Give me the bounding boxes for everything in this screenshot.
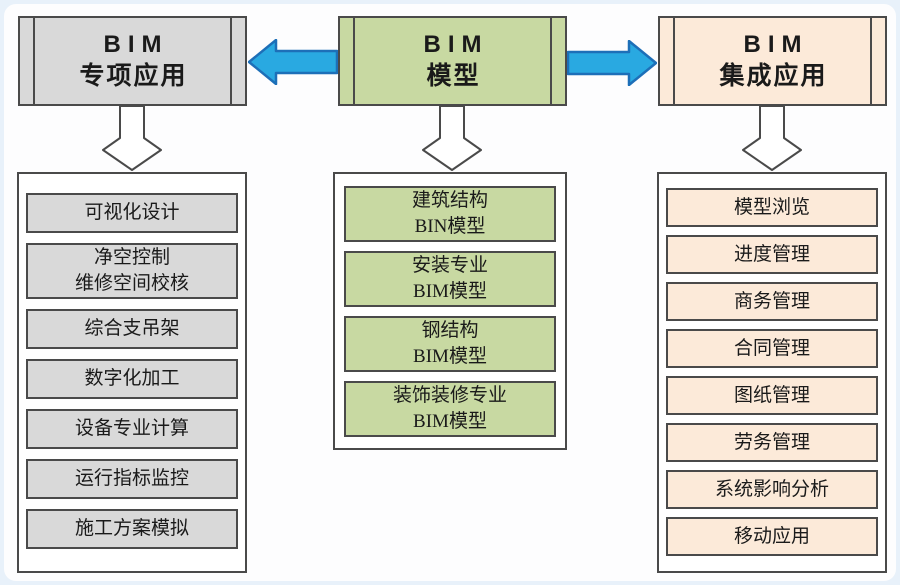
item-label: BIM模型 — [413, 411, 487, 432]
item-label: 系统影响分析 — [714, 478, 829, 500]
down-arrow-icon — [102, 106, 162, 171]
down-arrow-icon — [422, 106, 482, 171]
process-bar-right — [550, 18, 552, 104]
item-label: BIM模型 — [413, 346, 487, 367]
list-bim-models: 建筑结构 BIN模型 安装专业 BIM模型 钢结构 BIM模型 装饰装修专业 B… — [333, 172, 567, 450]
list-item: 合同管理 — [666, 329, 878, 368]
item-label: 运行指标监控 — [74, 468, 189, 489]
item-label: 装饰装修专业 — [392, 385, 507, 406]
list-item: 装饰装修专业 BIM模型 — [344, 381, 556, 437]
item-label: 施工方案模拟 — [74, 518, 189, 539]
list-item: 净空控制 维修空间校核 — [26, 243, 238, 299]
item-label: 安装专业 — [411, 255, 488, 276]
list-item: 建筑结构 BIN模型 — [344, 186, 556, 242]
item-label: 钢结构 — [421, 320, 479, 341]
list-item: 劳务管理 — [666, 423, 878, 462]
header-bim-model: BIM 模型 — [338, 16, 567, 106]
list-item: 施工方案模拟 — [26, 509, 238, 549]
item-label: BIN模型 — [414, 216, 486, 237]
list-item: 进度管理 — [666, 235, 878, 274]
list-item: 综合支吊架 — [26, 309, 238, 349]
header-bim-special-applications: BIM 专项应用 — [18, 16, 247, 106]
item-label: 移动应用 — [733, 525, 810, 547]
list-item: 移动应用 — [666, 517, 878, 556]
flow-arrow-right-icon — [567, 40, 657, 86]
list-item: 安装专业 BIM模型 — [344, 251, 556, 307]
list-item: 可视化设计 — [26, 193, 238, 233]
item-label: 维修空间校核 — [74, 273, 189, 294]
process-bar-left — [673, 18, 675, 104]
list-item: 设备专业计算 — [26, 409, 238, 449]
down-arrow-icon — [742, 106, 802, 171]
list-item: 商务管理 — [666, 282, 878, 321]
item-label: 建筑结构 — [411, 190, 488, 211]
process-bar-left — [353, 18, 355, 104]
process-bar-right — [870, 18, 872, 104]
list-item: 系统影响分析 — [666, 470, 878, 509]
header-line1: BIM — [103, 31, 169, 58]
list-item: 图纸管理 — [666, 376, 878, 415]
list-bim-special-applications: 可视化设计 净空控制 维修空间校核 综合支吊架 数字化加工 设备专业计算 运行指… — [17, 172, 247, 573]
item-label: 图纸管理 — [733, 384, 810, 406]
header-line1: BIM — [423, 31, 489, 58]
item-label: 数字化加工 — [84, 368, 180, 389]
item-label: 商务管理 — [733, 290, 810, 312]
header-line2: 模型 — [426, 62, 481, 90]
item-label: 可视化设计 — [84, 202, 180, 223]
list-item: 钢结构 BIM模型 — [344, 316, 556, 372]
item-label: BIM模型 — [413, 281, 487, 302]
flow-arrow-left-icon — [248, 39, 338, 85]
header-line1: BIM — [743, 31, 809, 58]
header-line2: 专项应用 — [79, 62, 188, 90]
item-label: 合同管理 — [733, 337, 810, 359]
list-item: 数字化加工 — [26, 359, 238, 399]
list-item: 模型浏览 — [666, 188, 878, 227]
list-bim-integrated-applications: 模型浏览 进度管理 商务管理 合同管理 图纸管理 劳务管理 系统影响分析 移动应… — [657, 172, 887, 573]
item-label: 设备专业计算 — [74, 418, 189, 439]
item-label: 模型浏览 — [733, 196, 810, 218]
item-label: 综合支吊架 — [84, 318, 180, 339]
process-bar-right — [230, 18, 232, 104]
item-label: 劳务管理 — [733, 431, 810, 453]
header-bim-integrated-applications: BIM 集成应用 — [658, 16, 887, 106]
list-item: 运行指标监控 — [26, 459, 238, 499]
process-bar-left — [33, 18, 35, 104]
item-label: 进度管理 — [733, 243, 810, 265]
header-line2: 集成应用 — [719, 62, 828, 90]
item-label: 净空控制 — [93, 247, 170, 268]
